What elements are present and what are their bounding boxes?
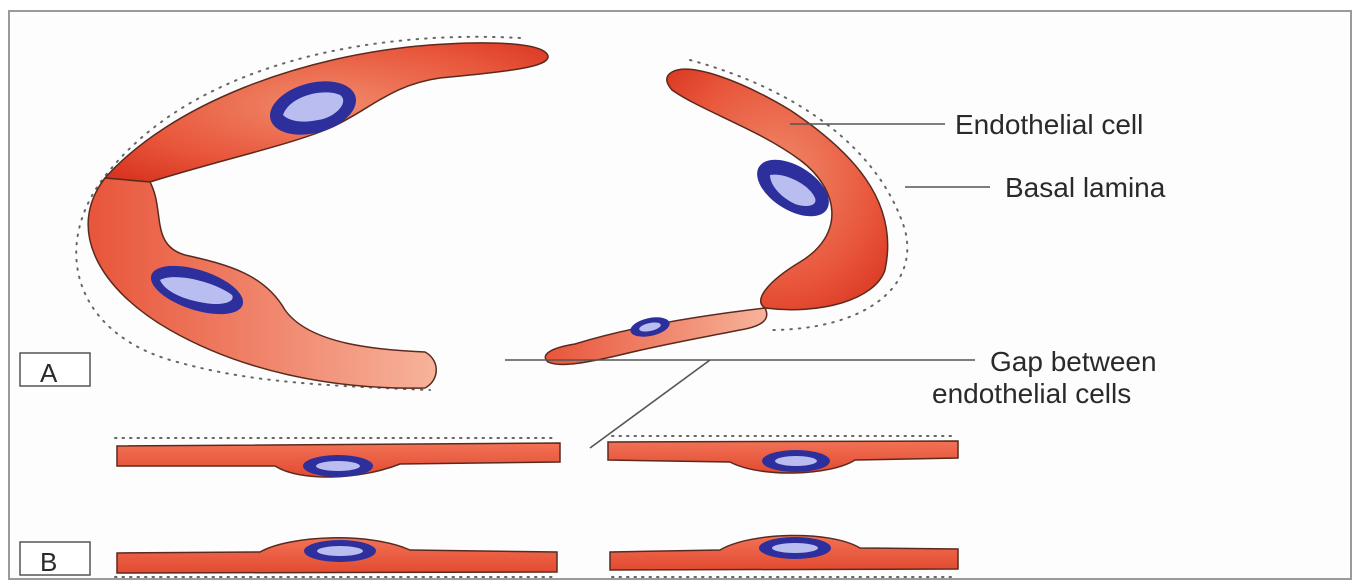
panel-b-label: B [40, 547, 57, 577]
leader-lines [505, 124, 990, 448]
endothelial-cell-lower-left [88, 178, 436, 388]
nucleus-b4 [759, 537, 831, 559]
nucleus-b2 [762, 450, 830, 472]
nucleus-b3 [304, 540, 376, 562]
label-gap-line2: endothelial cells [932, 378, 1131, 409]
leader-gap-diagonal [590, 360, 710, 448]
label-gap-line1: Gap between [990, 346, 1157, 377]
label-basal-lamina: Basal lamina [1005, 172, 1166, 203]
nucleus-b1 [303, 455, 373, 477]
basal-lamina-b-top [115, 436, 955, 438]
panel-a-label: A [40, 358, 58, 388]
label-endothelial-cell: Endothelial cell [955, 109, 1143, 140]
endothelial-cell-lower-right [545, 308, 766, 364]
